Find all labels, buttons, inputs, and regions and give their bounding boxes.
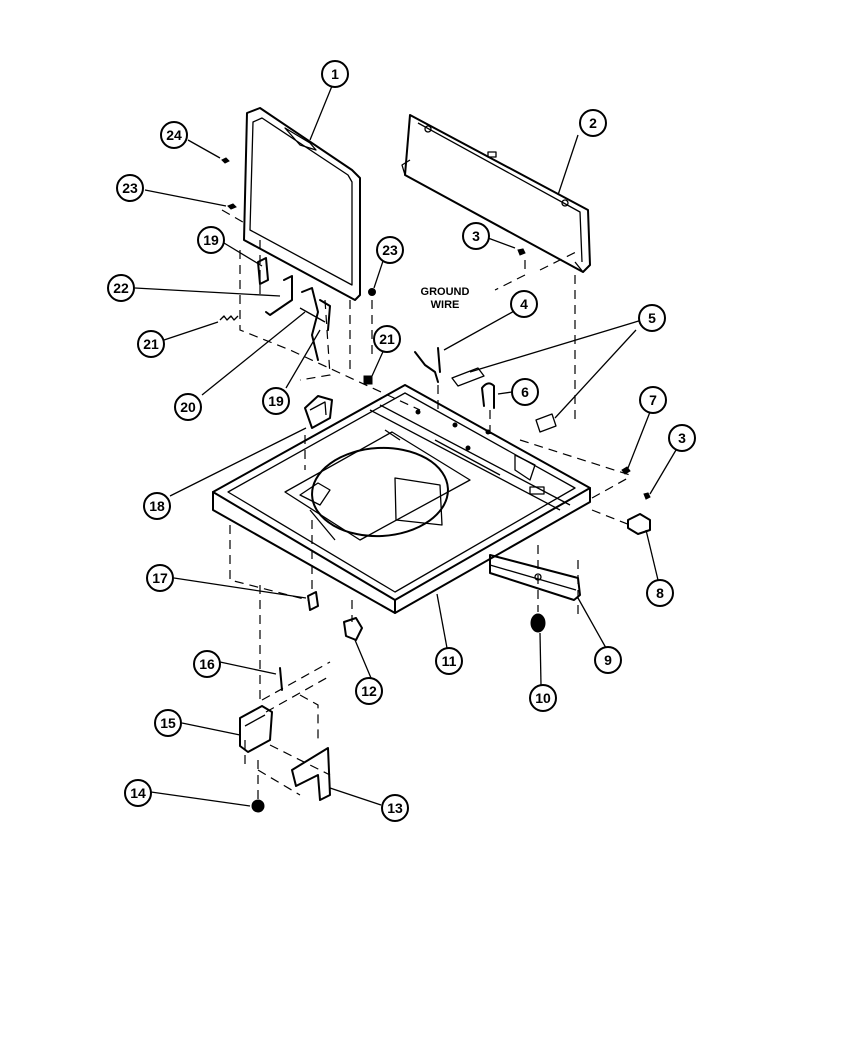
callout-21-left: 21: [137, 330, 165, 358]
callout-15: 15: [154, 709, 182, 737]
callout-19-lower: 19: [262, 387, 290, 415]
callout-14: 14: [124, 779, 152, 807]
callout-13-label: 13: [387, 800, 403, 816]
callout-20: 20: [174, 393, 202, 421]
callout-7-label: 7: [649, 392, 657, 408]
callout-4: 4: [510, 290, 538, 318]
callout-15-label: 15: [160, 715, 176, 731]
callout-3-right: 3: [668, 424, 696, 452]
callout-23-right-label: 23: [382, 242, 398, 258]
callout-23-right: 23: [376, 236, 404, 264]
callout-12: 12: [355, 677, 383, 705]
callout-7: 7: [639, 386, 667, 414]
lid: [243, 107, 361, 301]
callout-16: 16: [193, 650, 221, 678]
callout-11: 11: [435, 647, 463, 675]
callout-21-right-label: 21: [379, 331, 395, 347]
callout-4-label: 4: [520, 296, 528, 312]
fasteners: [219, 157, 651, 813]
callout-23-left-label: 23: [122, 180, 138, 196]
callout-6-label: 6: [521, 384, 529, 400]
callout-14-label: 14: [130, 785, 146, 801]
callout-19-lower-label: 19: [268, 393, 284, 409]
callout-3: 3: [462, 222, 490, 250]
callout-16-label: 16: [199, 656, 215, 672]
callout-3-right-label: 3: [678, 430, 686, 446]
hinge-parts: [257, 257, 331, 361]
callout-21-left-label: 21: [143, 336, 159, 352]
ground-wire-label-line2: WIRE: [431, 299, 460, 311]
callout-5: 5: [638, 304, 666, 332]
callout-24: 24: [160, 121, 188, 149]
ground-wire-label-line1: GROUND: [421, 286, 470, 298]
callout-20-label: 20: [180, 399, 196, 415]
callout-9-label: 9: [604, 652, 612, 668]
callout-10-label: 10: [535, 690, 551, 706]
callout-1-label: 1: [331, 66, 339, 82]
callout-22: 22: [107, 274, 135, 302]
callout-2-label: 2: [589, 115, 597, 131]
leader-lines: [134, 85, 677, 807]
clip-18: [304, 395, 333, 429]
callout-23-left: 23: [116, 174, 144, 202]
callout-1: 1: [321, 60, 349, 88]
callout-18: 18: [143, 492, 171, 520]
callout-13: 13: [381, 794, 409, 822]
callout-19-upper-label: 19: [203, 232, 219, 248]
callout-12-label: 12: [361, 683, 377, 699]
callout-6: 6: [511, 378, 539, 406]
callout-8: 8: [646, 579, 674, 607]
callout-19-upper: 19: [197, 226, 225, 254]
callout-5-label: 5: [648, 310, 656, 326]
callout-18-label: 18: [149, 498, 165, 514]
callout-17: 17: [146, 564, 174, 592]
callout-24-label: 24: [166, 127, 182, 143]
callout-11-label: 11: [442, 653, 457, 669]
callout-21-right: 21: [373, 325, 401, 353]
callout-10: 10: [529, 684, 557, 712]
callout-3-label: 3: [472, 228, 480, 244]
top-panel: [212, 384, 591, 614]
callout-9: 9: [594, 646, 622, 674]
callout-2: 2: [579, 109, 607, 137]
callout-17-label: 17: [152, 570, 168, 586]
rear-panel: [401, 114, 591, 273]
support-rail: [489, 554, 581, 601]
callout-22-label: 22: [113, 280, 129, 296]
callout-8-label: 8: [656, 585, 664, 601]
